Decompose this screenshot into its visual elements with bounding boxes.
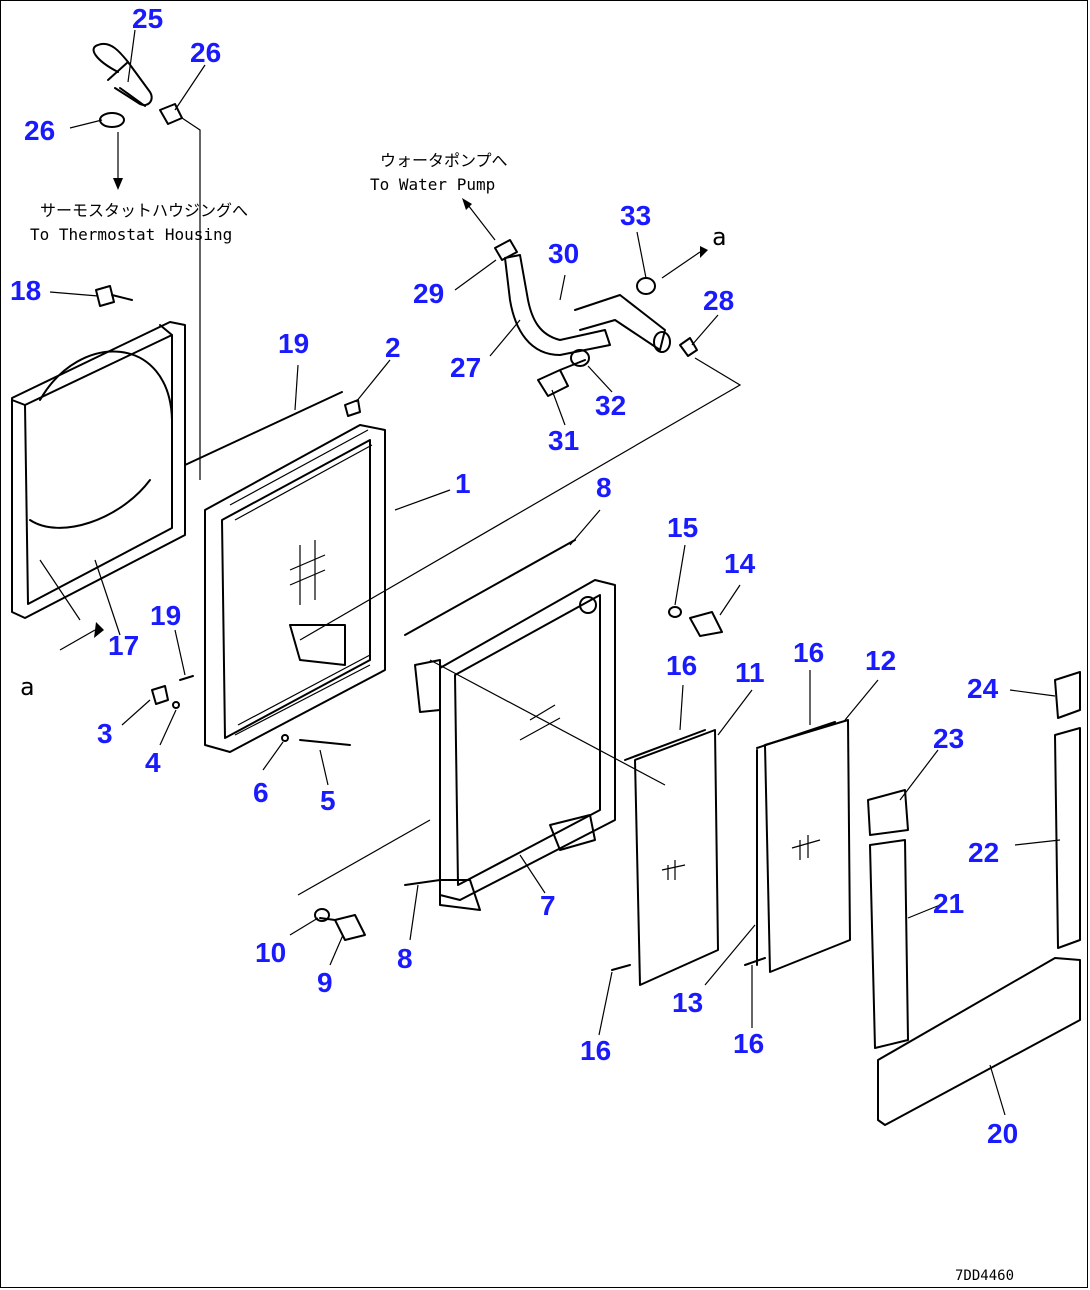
callout-20: 20 (987, 1118, 1018, 1149)
callout-8-bottom: 8 (397, 943, 413, 974)
callout-10: 10 (255, 937, 286, 968)
seal-16-b (756, 721, 836, 749)
callout-16-a: 16 (666, 650, 697, 681)
upper-hose-25 (92, 42, 153, 107)
clamp-26-upper (159, 103, 183, 125)
callout-21: 21 (933, 888, 964, 919)
ref-a-top: a (712, 223, 726, 251)
callout-9: 9 (317, 967, 333, 998)
callout-13: 13 (672, 987, 703, 1018)
rod-19-top (184, 391, 343, 466)
part-3 (151, 685, 169, 705)
leader-28-to-radiator (299, 357, 742, 641)
arrow-head-a-top (700, 246, 708, 258)
callout-16-c: 16 (580, 1035, 611, 1066)
seal-8-top (404, 539, 576, 636)
screen-11 (634, 729, 719, 986)
cap-2 (344, 399, 361, 417)
callout-19-lower: 19 (150, 600, 181, 631)
callout-16-b: 16 (793, 637, 824, 668)
callout-18: 18 (10, 275, 41, 306)
oil-cooler-7 (414, 579, 616, 911)
seal-16-a (624, 729, 706, 761)
label-to-water-pump-en: To Water Pump (370, 175, 495, 194)
callout-6: 6 (253, 777, 269, 808)
washer-10 (314, 908, 330, 922)
callout-32: 32 (595, 390, 626, 421)
callout-leaders (49, 29, 1061, 1116)
cover-22 (1054, 727, 1081, 949)
cover-24 (1054, 671, 1081, 719)
callout-1: 1 (455, 468, 471, 499)
leader-9 (297, 819, 431, 896)
lower-hose-group (494, 239, 698, 397)
part-4 (172, 701, 180, 709)
fan-shroud-17 (11, 321, 186, 621)
arrow-head-a-left (94, 622, 104, 638)
callout-22: 22 (968, 837, 999, 868)
ref-a-left: a (20, 673, 34, 701)
seal-8-bottom (404, 879, 441, 886)
part-6 (281, 734, 289, 742)
part-5 (299, 739, 351, 746)
callout-28: 28 (703, 285, 734, 316)
bolt-14 (689, 611, 723, 637)
hose-leader-line (181, 117, 201, 480)
arrow-head-water-pump (462, 198, 472, 210)
callout-5: 5 (320, 785, 336, 816)
clamp-26-lower (99, 112, 125, 128)
bolt-18 (95, 285, 133, 307)
callout-16-d: 16 (733, 1028, 764, 1059)
washer-15 (668, 606, 682, 618)
callout-15: 15 (667, 512, 698, 543)
arrow-head-thermostat (113, 178, 123, 190)
screen-12 (764, 719, 851, 973)
callout-31: 31 (548, 425, 579, 456)
label-to-thermostat-jp: サーモスタットハウジングへ (40, 201, 248, 220)
callout-8-top: 8 (596, 472, 612, 503)
callout-24: 24 (967, 673, 999, 704)
callout-numbers: 1 2 3 4 5 6 7 8 8 9 10 11 12 13 14 15 16… (10, 3, 1018, 1149)
label-to-thermostat-en: To Thermostat Housing (30, 225, 232, 244)
seal-16-d (744, 957, 766, 966)
callout-27: 27 (450, 352, 481, 383)
cover-21 (869, 839, 909, 1049)
arrow-to-a-top (661, 251, 701, 279)
arrow-to-a-left (59, 629, 96, 651)
radiator-1 (204, 424, 386, 753)
leader-11 (429, 659, 666, 786)
callout-29: 29 (413, 278, 444, 309)
callout-19-top: 19 (278, 328, 309, 359)
seal-16-c (611, 964, 631, 971)
callout-26-upper: 26 (190, 37, 221, 68)
part-19-lower (179, 675, 194, 681)
drawing-number: 7DD4460 (955, 1268, 1014, 1284)
callout-25: 25 (132, 3, 163, 34)
callout-2: 2 (385, 332, 401, 363)
callout-14: 14 (724, 548, 756, 579)
callout-11: 11 (735, 657, 765, 688)
callout-26-lower: 26 (24, 115, 55, 146)
callout-30: 30 (548, 238, 579, 269)
callout-17: 17 (108, 630, 139, 661)
callout-4: 4 (145, 747, 161, 778)
cover-20 (877, 957, 1081, 1126)
callout-23: 23 (933, 723, 964, 754)
cover-23 (867, 789, 909, 836)
callout-33: 33 (620, 200, 651, 231)
callout-12: 12 (865, 645, 896, 676)
callout-3: 3 (97, 718, 113, 749)
label-to-water-pump-jp: ウォータポンプへ (380, 151, 508, 170)
callout-7: 7 (540, 890, 556, 921)
arrow-to-water-pump (467, 204, 496, 241)
